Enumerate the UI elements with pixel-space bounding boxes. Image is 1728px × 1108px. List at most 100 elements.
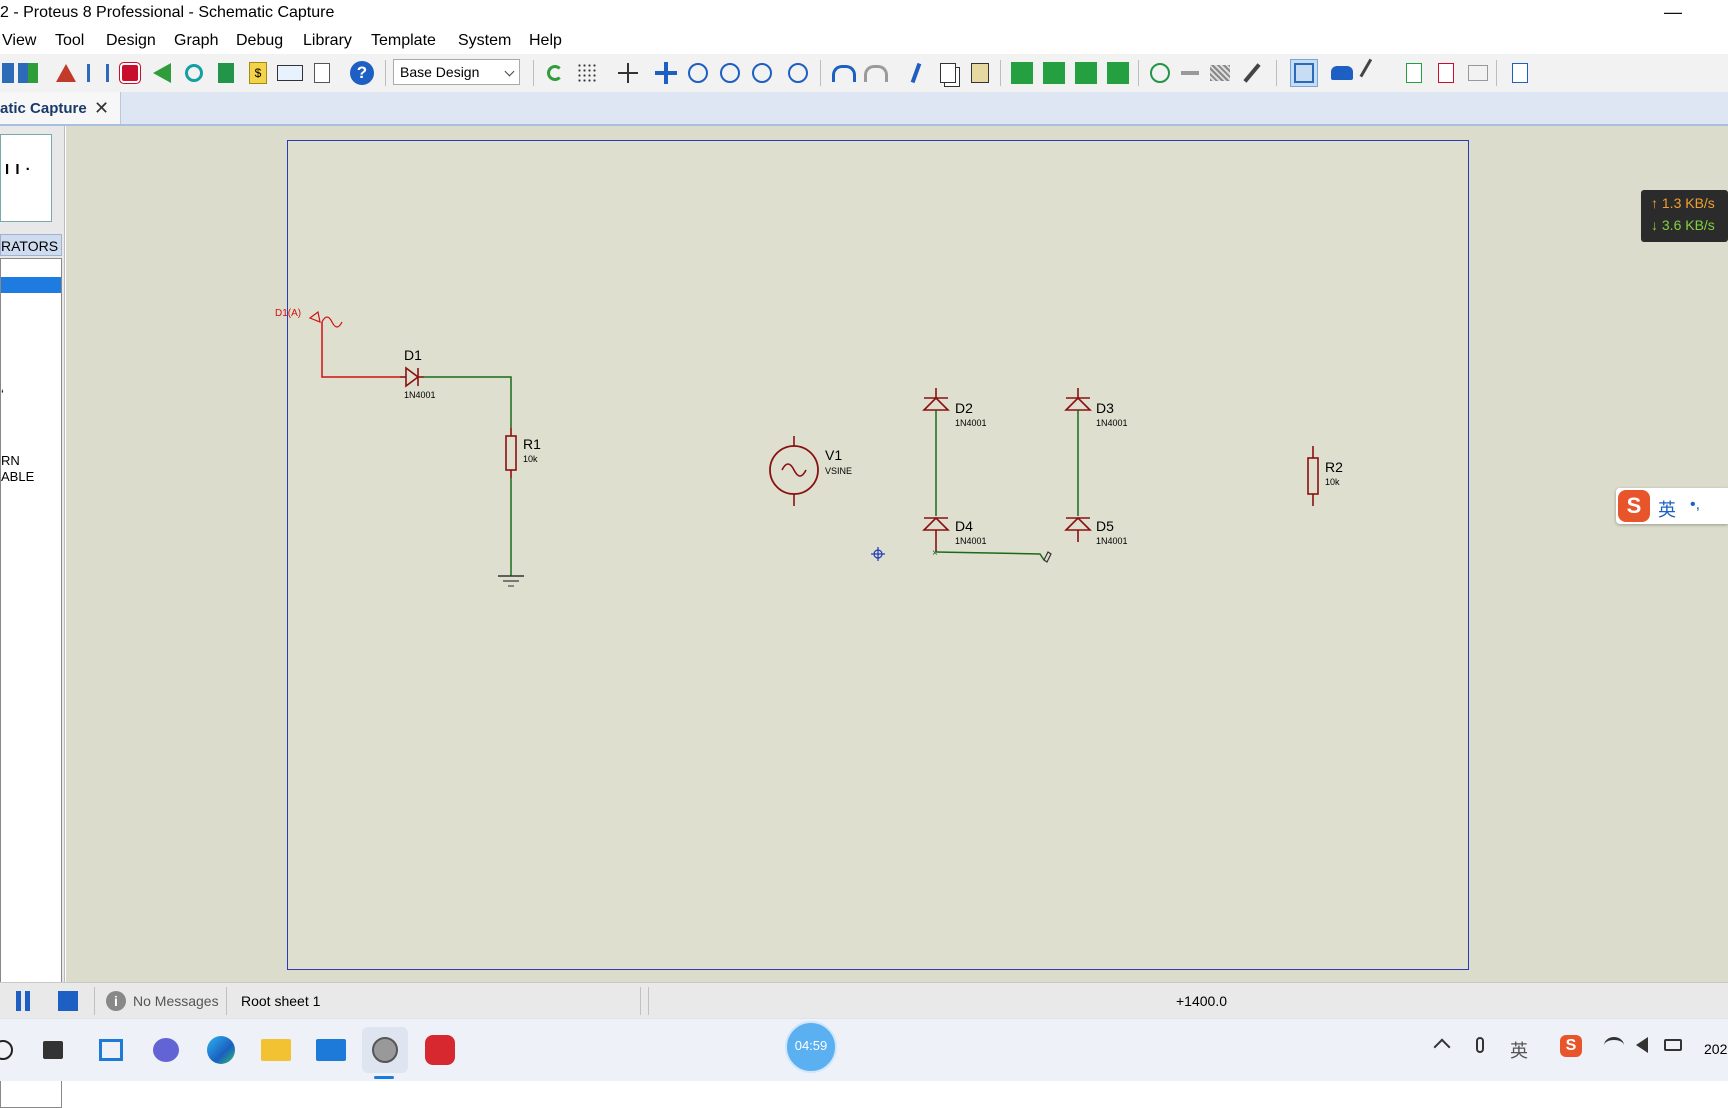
schematic-icon[interactable]: [84, 59, 112, 87]
remove-sheet-icon[interactable]: [1432, 59, 1460, 87]
message-count[interactable]: No Messages: [133, 993, 219, 1009]
ime-lang[interactable]: 英: [1658, 500, 1676, 520]
sogou-tray-icon[interactable]: S: [1560, 1035, 1582, 1057]
menu-bar: View Tool Design Graph Debug Library Tem…: [0, 28, 1728, 54]
block-delete-icon[interactable]: [1104, 59, 1132, 87]
3d-viewer-icon[interactable]: [148, 59, 176, 87]
menu-view[interactable]: View: [2, 32, 37, 49]
wire-autorouter-icon[interactable]: [1290, 59, 1318, 87]
block-rotate-icon[interactable]: [1072, 59, 1100, 87]
minimize-button[interactable]: —: [1664, 2, 1682, 22]
ime-toolbar[interactable]: S 英 •,: [1616, 488, 1728, 524]
layer-select[interactable]: Base Design: [393, 59, 520, 85]
title-bar: 2 - Proteus 8 Professional - Schematic C…: [0, 0, 1728, 28]
import-icon[interactable]: [14, 59, 42, 87]
taskbar-date[interactable]: 202: [1704, 1041, 1728, 1057]
edge-icon[interactable]: [198, 1027, 244, 1073]
list-item[interactable]: RN: [1, 453, 20, 468]
mail-icon[interactable]: [308, 1027, 354, 1073]
close-icon[interactable]: ✕: [94, 98, 110, 118]
file-explorer-icon[interactable]: [253, 1027, 299, 1073]
list-item-selected[interactable]: [1, 277, 61, 293]
overview-preview: I I ·: [5, 161, 32, 178]
zoom-in-icon[interactable]: [684, 59, 712, 87]
menu-graph[interactable]: Graph: [174, 32, 219, 49]
active-indicator: [374, 1076, 394, 1079]
sheet-indicator[interactable]: Root sheet 1: [241, 993, 321, 1009]
make-device-icon[interactable]: [1176, 59, 1204, 87]
tab-label: atic Capture: [0, 100, 87, 117]
home-icon[interactable]: [52, 59, 80, 87]
help-icon[interactable]: ?: [348, 59, 376, 87]
zoom-area-icon[interactable]: [784, 59, 812, 87]
redo-icon[interactable]: [862, 59, 890, 87]
decompose-icon[interactable]: [1238, 59, 1266, 87]
paste-icon[interactable]: [966, 59, 994, 87]
undo-icon[interactable]: [830, 59, 858, 87]
window-title: 2 - Proteus 8 Professional - Schematic C…: [0, 4, 335, 21]
grid-icon[interactable]: [573, 59, 601, 87]
teams-chat-icon[interactable]: [143, 1027, 189, 1073]
overview-window[interactable]: I I ·: [0, 134, 52, 222]
notes-icon[interactable]: [308, 59, 336, 87]
ime-punct[interactable]: •,: [1690, 496, 1701, 513]
network-speed-widget: ↑ 1.3 KB/s ↓ 3.6 KB/s: [1641, 190, 1728, 242]
bom-icon[interactable]: $: [244, 59, 272, 87]
property-assignment-icon[interactable]: [1359, 58, 1389, 88]
generators-list[interactable]: ʻ RN ABLE: [0, 258, 62, 1108]
wifi-icon[interactable]: [1604, 1037, 1624, 1054]
gerber-icon[interactable]: [180, 59, 208, 87]
cut-icon[interactable]: [902, 59, 930, 87]
search-icon[interactable]: [1328, 59, 1356, 87]
upload-speed: ↑ 1.3 KB/s: [1651, 195, 1715, 211]
info-icon: i: [106, 991, 126, 1011]
task-view-icon[interactable]: [30, 1027, 76, 1073]
toolbar: $ ? Base Design: [0, 54, 1728, 93]
sogou-logo-icon: S: [1618, 490, 1650, 522]
zoom-all-icon[interactable]: [748, 59, 776, 87]
menu-help[interactable]: Help: [529, 32, 562, 49]
chevron-up-icon[interactable]: [1433, 1038, 1451, 1056]
clock-widget[interactable]: 04:59: [785, 1021, 837, 1073]
pan-icon[interactable]: [652, 59, 680, 87]
pick-device-icon[interactable]: [1146, 59, 1174, 87]
coordinate-readout: +1400.0: [1176, 993, 1227, 1009]
electrical-rule-check-icon[interactable]: [1506, 59, 1534, 87]
schematic-sheet[interactable]: [287, 140, 1469, 970]
chevron-down-icon: [504, 66, 515, 77]
generators-header: RATORS: [0, 234, 62, 256]
menu-debug[interactable]: Debug: [236, 32, 284, 49]
tab-schematic-capture[interactable]: atic Capture ✕: [0, 92, 121, 124]
stop-icon[interactable]: [58, 991, 78, 1011]
menu-design[interactable]: Design: [106, 32, 156, 49]
list-item[interactable]: ABLE: [1, 469, 35, 484]
tray-ime-lang[interactable]: 英: [1510, 1041, 1528, 1061]
vsm-studio-icon[interactable]: [276, 59, 304, 87]
netease-music-icon[interactable]: [417, 1027, 463, 1073]
refresh-icon[interactable]: [541, 59, 569, 87]
menu-library[interactable]: Library: [303, 32, 352, 49]
open-icon[interactable]: [0, 59, 22, 87]
list-item[interactable]: ʻ: [1, 387, 4, 402]
microphone-icon[interactable]: [1476, 1037, 1484, 1053]
new-sheet-icon[interactable]: [1400, 59, 1428, 87]
pause-icon[interactable]: [16, 991, 21, 1011]
design-explorer-icon[interactable]: [212, 59, 240, 87]
menu-system[interactable]: System: [458, 32, 512, 49]
goto-sheet-icon[interactable]: [1464, 59, 1492, 87]
origin-icon[interactable]: [614, 59, 642, 87]
widgets-icon[interactable]: [88, 1027, 134, 1073]
menu-tool[interactable]: Tool: [55, 32, 85, 49]
block-move-icon[interactable]: [1040, 59, 1068, 87]
search-icon[interactable]: [0, 1027, 26, 1073]
pcb-icon[interactable]: [116, 59, 144, 87]
copy-icon[interactable]: [934, 59, 962, 87]
taskbar: 英 S 202: [0, 1018, 1728, 1081]
volume-icon[interactable]: [1636, 1037, 1648, 1053]
block-copy-icon[interactable]: [1008, 59, 1036, 87]
proteus-task-icon[interactable]: [362, 1027, 408, 1073]
zoom-out-icon[interactable]: [716, 59, 744, 87]
battery-icon[interactable]: [1664, 1039, 1682, 1051]
packaging-icon[interactable]: [1206, 59, 1234, 87]
menu-template[interactable]: Template: [371, 32, 436, 49]
